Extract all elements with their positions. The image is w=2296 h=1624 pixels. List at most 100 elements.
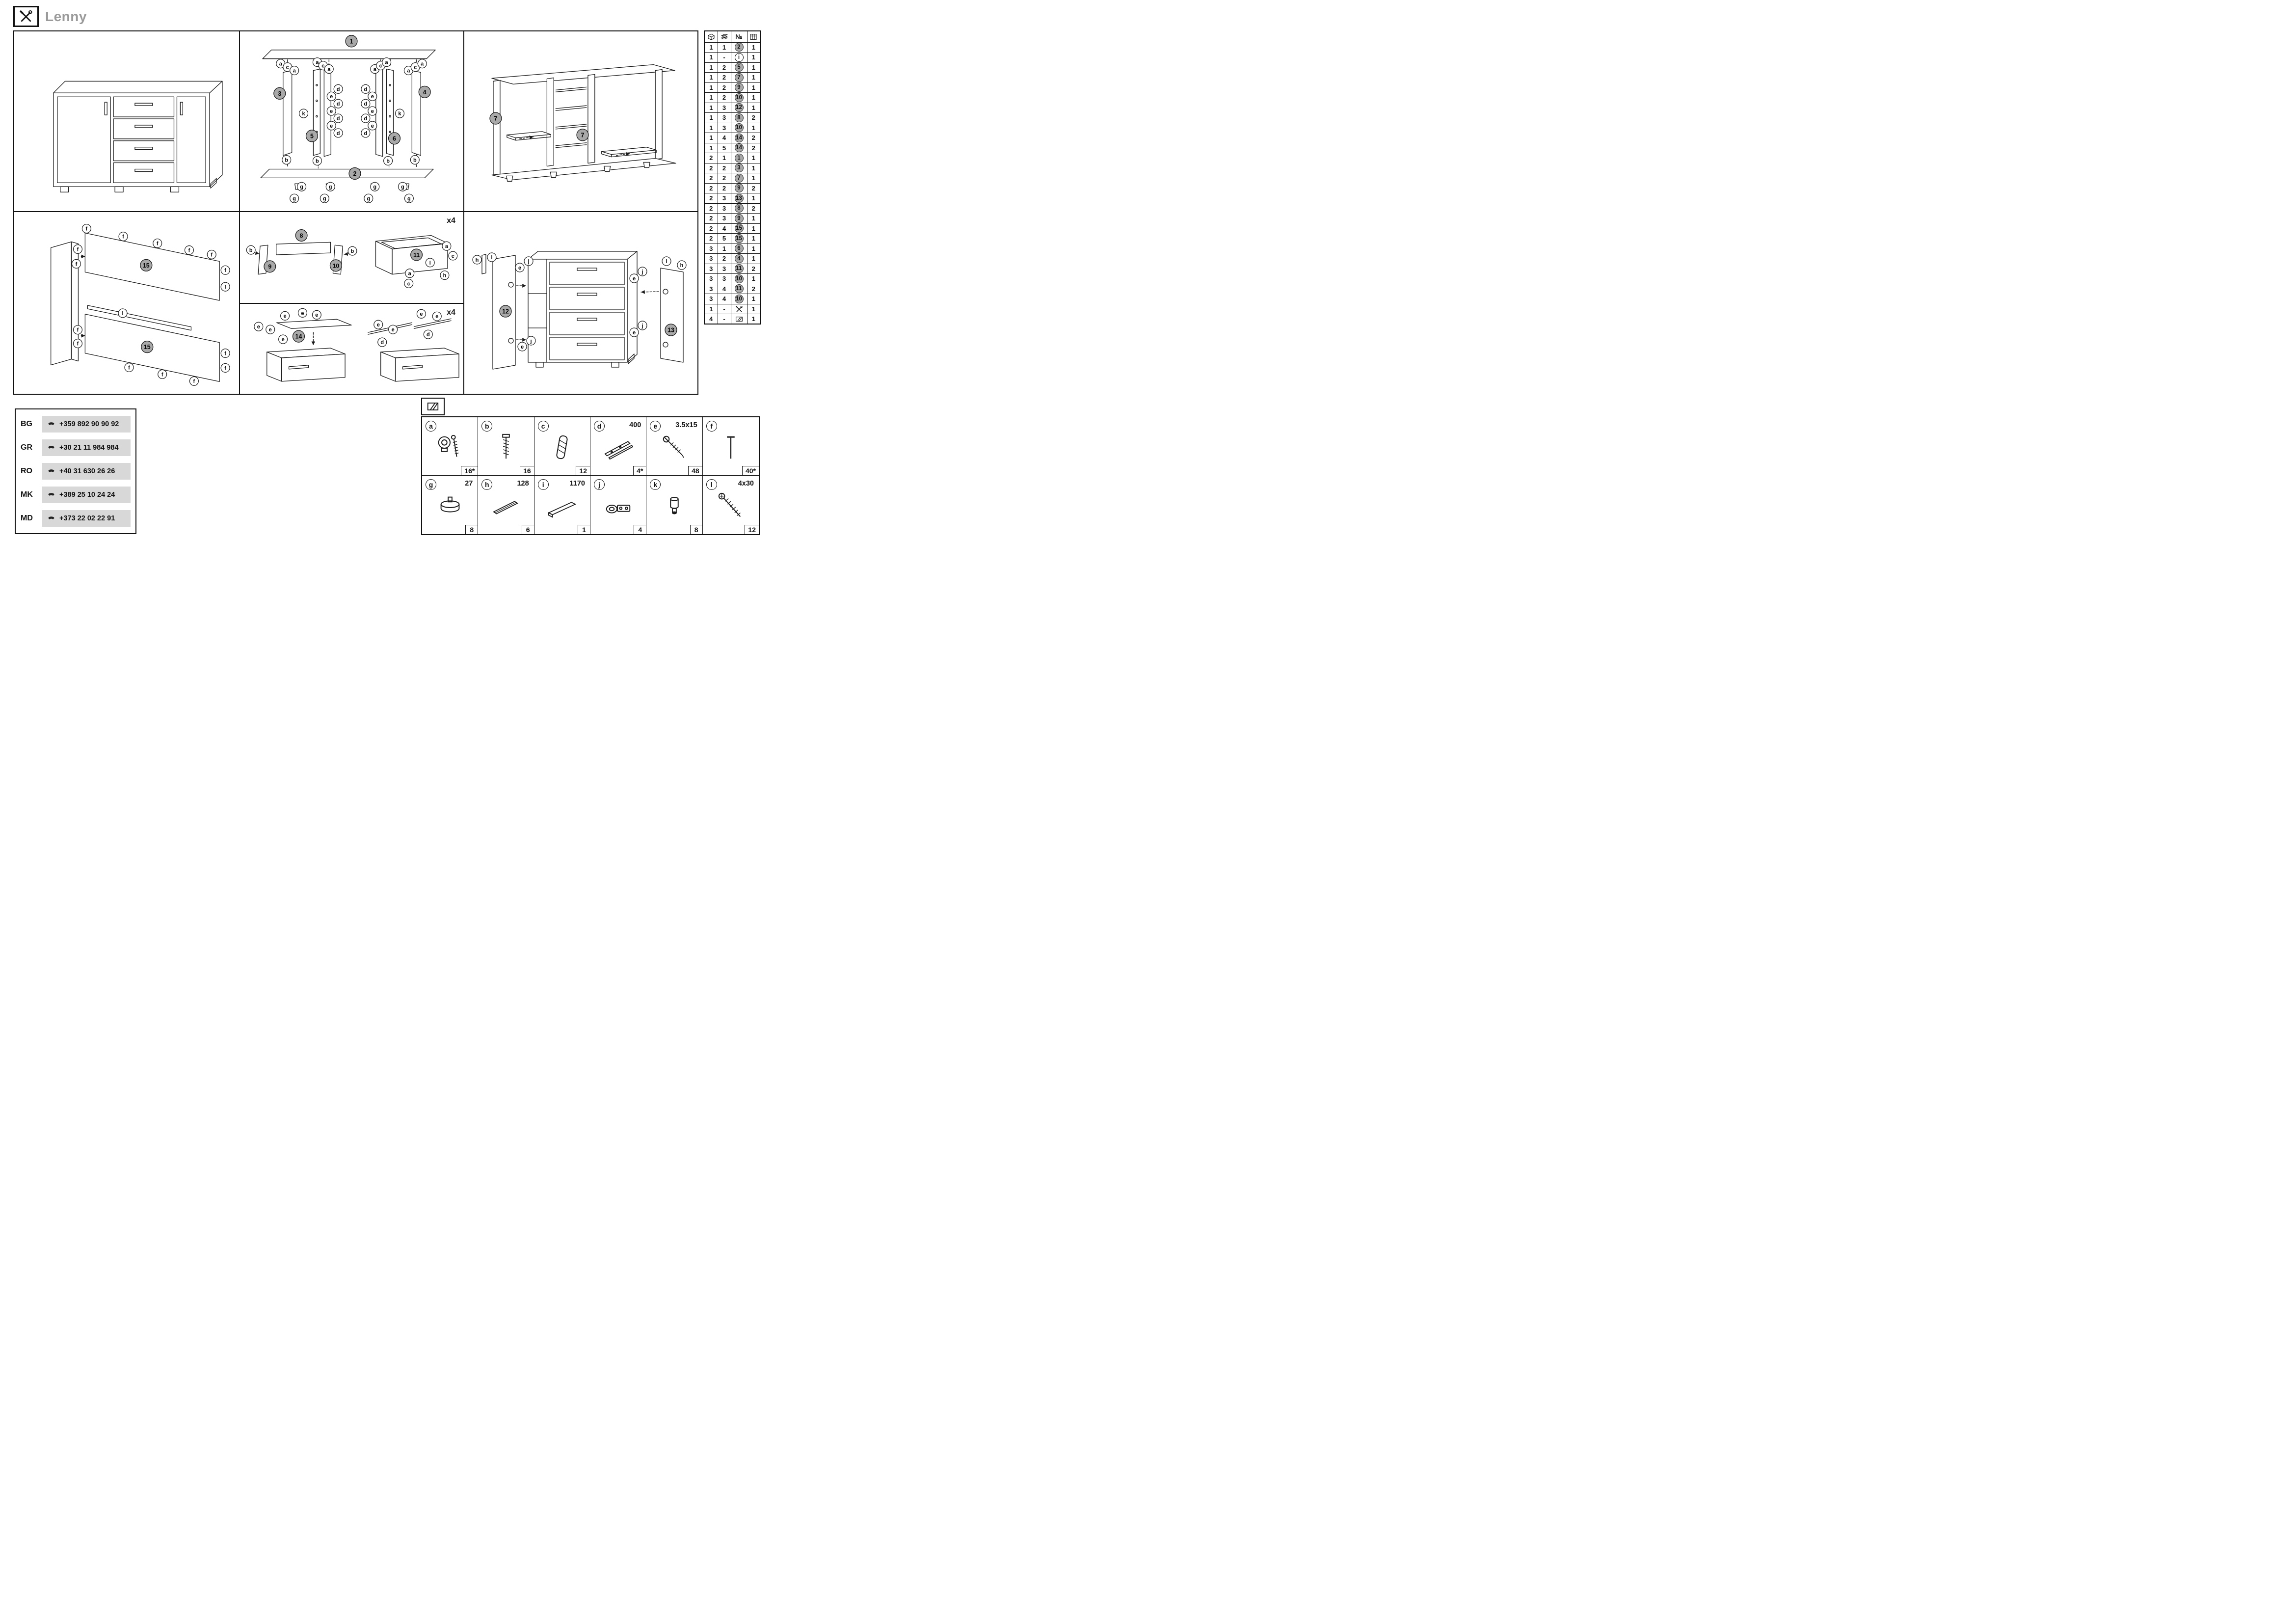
badge-label: k — [398, 111, 401, 117]
part-number-badge: 10 — [734, 294, 744, 303]
badge-label: a — [293, 68, 296, 74]
part-letter-badge — [347, 246, 357, 256]
part-letter-badge — [320, 193, 329, 203]
step-badge — [348, 167, 361, 180]
quantity: 1 — [747, 253, 761, 264]
part-number-cell: 2 — [730, 42, 748, 53]
part-letter-badge — [280, 311, 290, 321]
country-code: MD — [21, 514, 33, 522]
part-number-cell: 10 — [730, 294, 748, 304]
sheet-number: 3 — [717, 102, 731, 113]
quantity: 1 — [747, 173, 761, 184]
carton-number: 2 — [704, 183, 718, 193]
part-letter-badge — [73, 244, 82, 254]
phone-number: +373 22 02 22 91 — [59, 514, 115, 522]
part-letter-badge — [118, 232, 128, 242]
badge-label: 7 — [494, 115, 497, 122]
part-number-cell: 10 — [730, 273, 748, 284]
part-number-cell: 14 — [730, 133, 748, 143]
sheet-number: 2 — [717, 72, 731, 83]
part-letter-badge — [282, 155, 292, 165]
part-letter-badge — [361, 113, 371, 123]
quantity: 1 — [747, 243, 761, 254]
quantity: 1 — [747, 82, 761, 93]
hardware-qty: 16 — [520, 466, 534, 476]
carton-number: 4 — [704, 314, 718, 325]
step-badge — [410, 248, 423, 261]
part-number-badge: 2 — [734, 43, 744, 52]
badge-label: a — [374, 67, 377, 73]
quantity: 1 — [747, 102, 761, 113]
part-number-badge: 10 — [734, 274, 744, 283]
sheet-number: 1 — [717, 243, 731, 254]
quantity: 2 — [747, 112, 761, 123]
badge-label: e — [315, 312, 318, 318]
badge-label: g — [323, 196, 326, 202]
part-letter-badge — [368, 121, 377, 131]
badge-label: a — [279, 61, 283, 67]
sheet-number: 3 — [717, 193, 731, 204]
badge-label: b — [351, 248, 354, 254]
hotline-row: MK+389 25 10 24 24 — [21, 485, 131, 505]
hotline-chip: +373 22 02 22 91 — [42, 510, 131, 527]
hardware-qty: 4* — [633, 466, 647, 476]
badge-label: d — [337, 101, 340, 107]
part-number-cell: 9 — [730, 183, 748, 193]
carton-number: 3 — [704, 263, 718, 274]
badge-label: f — [77, 327, 79, 333]
carton-number: 1 — [704, 92, 718, 103]
part-letter-badge — [404, 193, 414, 203]
badge-label: f — [224, 268, 226, 273]
part-number-badge: 12 — [734, 103, 744, 112]
part-number-badge: 4 — [734, 254, 744, 263]
panel-finished-product — [14, 31, 240, 212]
part-number-cell: 15 — [730, 223, 748, 234]
hotline-chip: +30 21 11 984 984 — [42, 439, 131, 456]
badge-label: e — [420, 311, 423, 317]
part-letter-badge — [388, 325, 398, 334]
badge-label: 2 — [353, 170, 357, 177]
part-number-badge: 14 — [734, 133, 744, 142]
part-letter-badge — [326, 106, 336, 116]
hardware-size-label: 27 — [465, 480, 473, 487]
badge-label: f — [128, 365, 130, 371]
part-letter-badge — [487, 252, 497, 262]
badge-label: b — [316, 158, 319, 164]
step-badge — [141, 341, 154, 353]
hardware-size-label: 400 — [629, 421, 641, 429]
hardware-letter-badge: d — [594, 421, 605, 432]
badge-label: 6 — [393, 135, 396, 142]
part-number-cell: 11 — [730, 263, 748, 274]
part-number-cell: 9 — [730, 213, 748, 224]
badge-label: c — [321, 63, 324, 69]
parts-table-row: 4-1 — [704, 314, 761, 325]
badge-label: e — [371, 94, 374, 100]
sheet-number: 3 — [717, 203, 731, 214]
phone-number: +359 892 90 90 92 — [59, 420, 119, 428]
carton-number: 3 — [704, 243, 718, 254]
hardware-letter-badge: l — [706, 479, 717, 490]
part-letter-badge — [333, 84, 343, 94]
badge-label: g — [407, 196, 411, 202]
step-badge — [329, 259, 342, 272]
quantity: 2 — [747, 283, 761, 294]
hardware-qty: 16* — [461, 466, 479, 476]
part-letter-badge — [677, 260, 687, 270]
part-letter-badge — [297, 182, 307, 191]
part-letter-badge — [405, 269, 415, 278]
badge-label: f — [193, 379, 195, 384]
badge-label: j — [641, 269, 643, 275]
part-letter-badge — [361, 99, 371, 108]
